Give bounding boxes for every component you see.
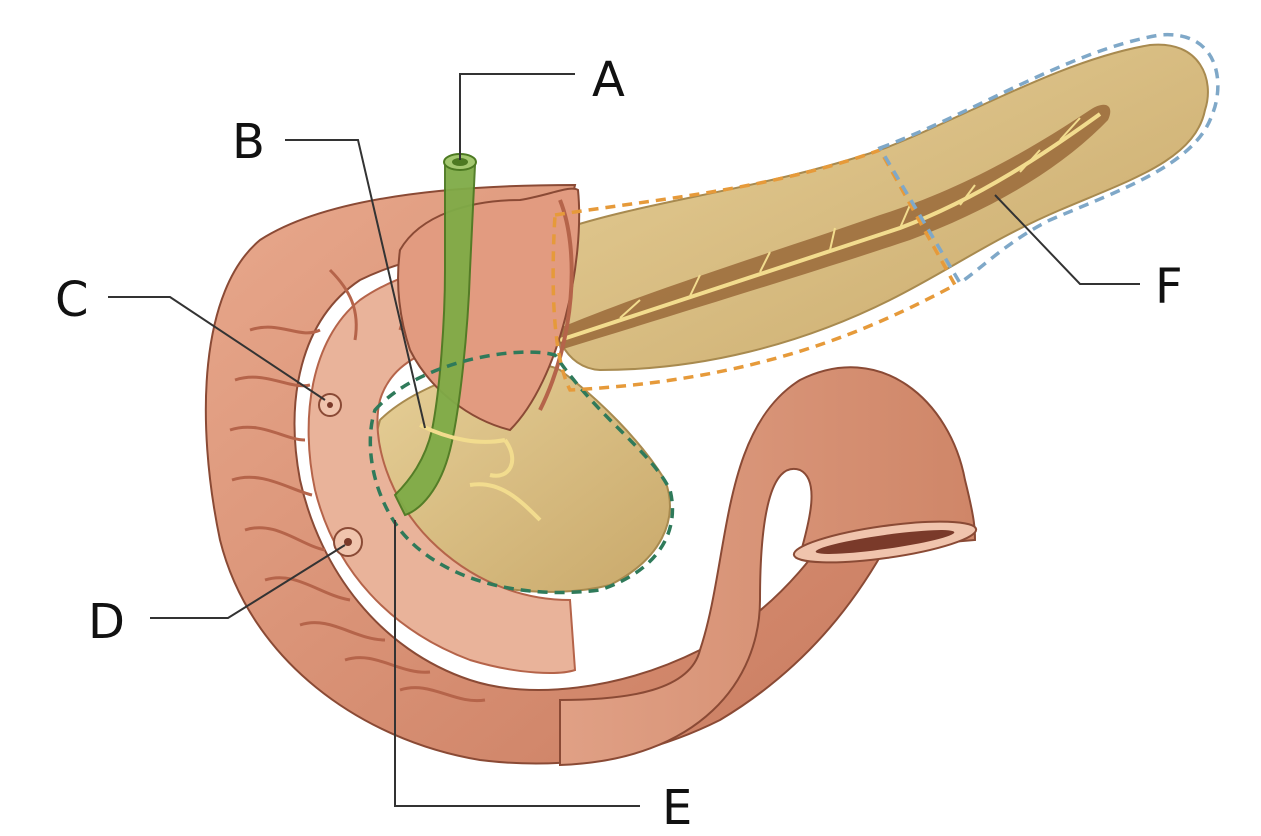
minor-papilla-opening [327,402,333,408]
leader-line-e [394,520,640,807]
duct-branches [619,117,1081,319]
leader-line-a [459,73,575,160]
label-b: B [232,114,265,170]
pylorus-flap-edge [538,199,574,411]
duodenum-mucosa [307,257,577,674]
leader-line-f [994,194,1140,285]
label-c: C [55,272,89,328]
head-ducts [419,423,542,522]
circular-folds [229,249,486,703]
jejunum [559,366,977,767]
jejunum-lumen-inner [815,530,955,554]
major-papilla-opening [344,538,352,546]
tail-region-outline [877,33,1220,286]
leader-lines [108,73,1140,807]
leader-line-d [150,544,346,619]
label-a: A [592,52,625,108]
leader-line-c [108,296,326,401]
label-d: D [88,594,125,650]
leader-line-b [285,139,426,429]
body-region-outline [551,147,958,392]
head-region-outline [368,350,675,595]
label-e: E [662,780,692,836]
label-f: F [1155,259,1183,315]
pancreatic-duct [559,112,1102,342]
bile-duct-lumen [452,158,468,166]
